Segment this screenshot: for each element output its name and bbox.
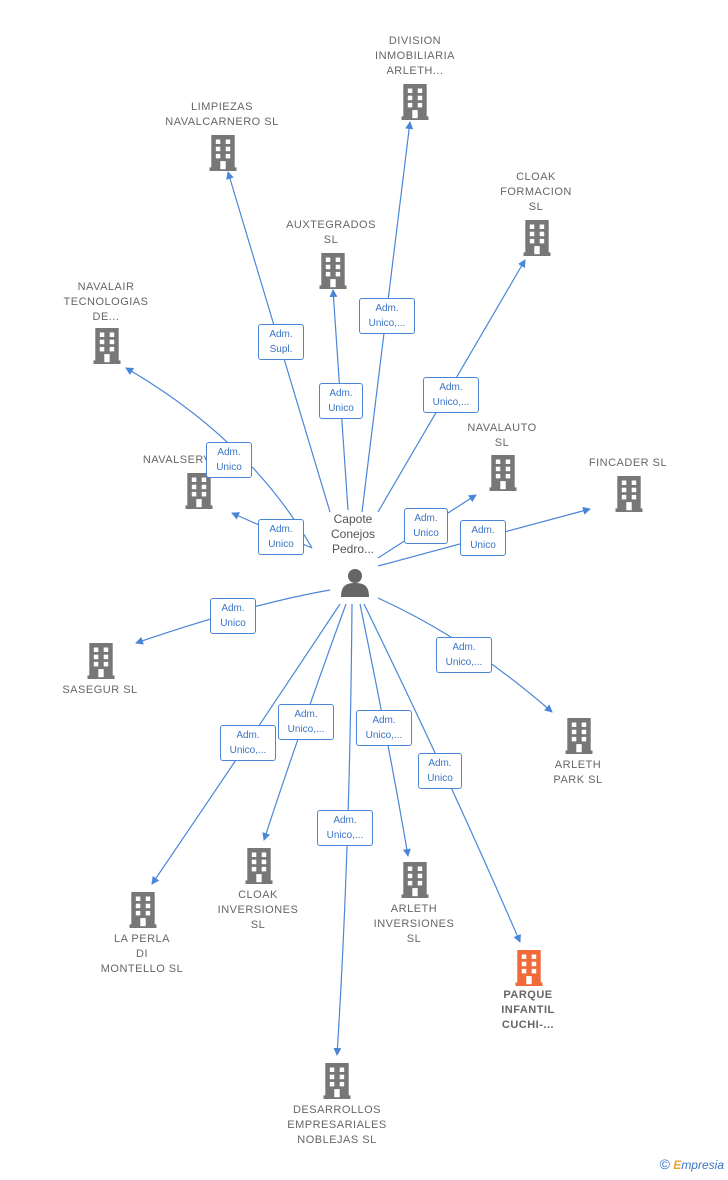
building-icon[interactable] xyxy=(615,476,643,512)
footer-brand: © Empresia xyxy=(660,1156,724,1172)
building-icon[interactable] xyxy=(523,220,551,256)
building-icon[interactable] xyxy=(245,848,273,884)
brand-logo-letter: E xyxy=(673,1158,682,1172)
company-label-arlethpark[interactable]: ARLETH PARK SL xyxy=(553,759,603,786)
company-label-navalair[interactable]: NAVALAIR TECNOLOGIAS DE... xyxy=(63,281,149,323)
company-label-sasegur[interactable]: SASEGUR SL xyxy=(62,684,138,696)
relation-badge[interactable]: Adm. Unico xyxy=(460,520,506,556)
brand-logo-text: mpresia xyxy=(681,1158,724,1172)
building-icon[interactable] xyxy=(87,643,115,679)
building-icon[interactable] xyxy=(129,892,157,928)
building-icon[interactable] xyxy=(401,84,429,120)
building-icon[interactable] xyxy=(319,253,347,289)
building-icon[interactable] xyxy=(515,950,543,986)
relation-badge[interactable]: Adm. Unico,... xyxy=(436,637,492,673)
company-label-laperla[interactable]: LA PERLA DI MONTELLO SL xyxy=(100,933,184,975)
relation-badge[interactable]: Adm. Unico,... xyxy=(317,810,373,846)
relation-badge[interactable]: Adm. Unico xyxy=(404,508,448,544)
relation-badge[interactable]: Adm. Unico xyxy=(210,598,256,634)
company-label-navalserv[interactable]: NAVALSERV... xyxy=(142,454,222,466)
company-label-division[interactable]: DIVISION INMOBILIARIA ARLETH... xyxy=(375,35,455,77)
relation-badge[interactable]: Adm. Unico xyxy=(206,442,252,478)
building-icon[interactable] xyxy=(565,718,593,754)
company-label-cloakinv[interactable]: CLOAK INVERSIONES SL xyxy=(217,889,299,931)
company-label-limpiezas[interactable]: LIMPIEZAS NAVALCARNERO SL xyxy=(165,101,279,128)
relation-badge[interactable]: Adm. Supl. xyxy=(258,324,304,360)
building-icon[interactable] xyxy=(209,135,237,171)
relation-badge[interactable]: Adm. Unico,... xyxy=(359,298,415,334)
relation-badge[interactable]: Adm. Unico,... xyxy=(220,725,276,761)
relation-badge[interactable]: Adm. Unico,... xyxy=(423,377,479,413)
relation-badge[interactable]: Adm. Unico,... xyxy=(356,710,412,746)
company-label-cloakform[interactable]: CLOAK FORMACION SL xyxy=(500,171,572,213)
building-icon[interactable] xyxy=(185,473,213,509)
center-person-label[interactable]: Capote Conejos Pedro... xyxy=(330,512,376,556)
relation-badge[interactable]: Adm. Unico xyxy=(258,519,304,555)
building-icon[interactable] xyxy=(93,328,121,364)
company-label-navalauto[interactable]: NAVALAUTO SL xyxy=(467,422,537,449)
relation-badge[interactable]: Adm. Unico,... xyxy=(278,704,334,740)
person-icon xyxy=(341,569,369,597)
relation-badge[interactable]: Adm. Unico xyxy=(319,383,363,419)
building-icon[interactable] xyxy=(489,455,517,491)
company-label-auxtegrados[interactable]: AUXTEGRADOS SL xyxy=(286,219,376,246)
building-icon[interactable] xyxy=(323,1063,351,1099)
company-label-arlethinv[interactable]: ARLETH INVERSIONES SL xyxy=(373,903,455,945)
company-label-parque[interactable]: PARQUE INFANTIL CUCHI-... xyxy=(501,989,555,1031)
company-label-desarrollos[interactable]: DESARROLLOS EMPRESARIALES NOBLEJAS SL xyxy=(287,1104,387,1146)
relation-badge[interactable]: Adm. Unico xyxy=(418,753,462,789)
copyright-icon: © xyxy=(659,1156,670,1172)
building-icon[interactable] xyxy=(401,862,429,898)
company-label-fincader[interactable]: FINCADER SL xyxy=(588,457,668,469)
